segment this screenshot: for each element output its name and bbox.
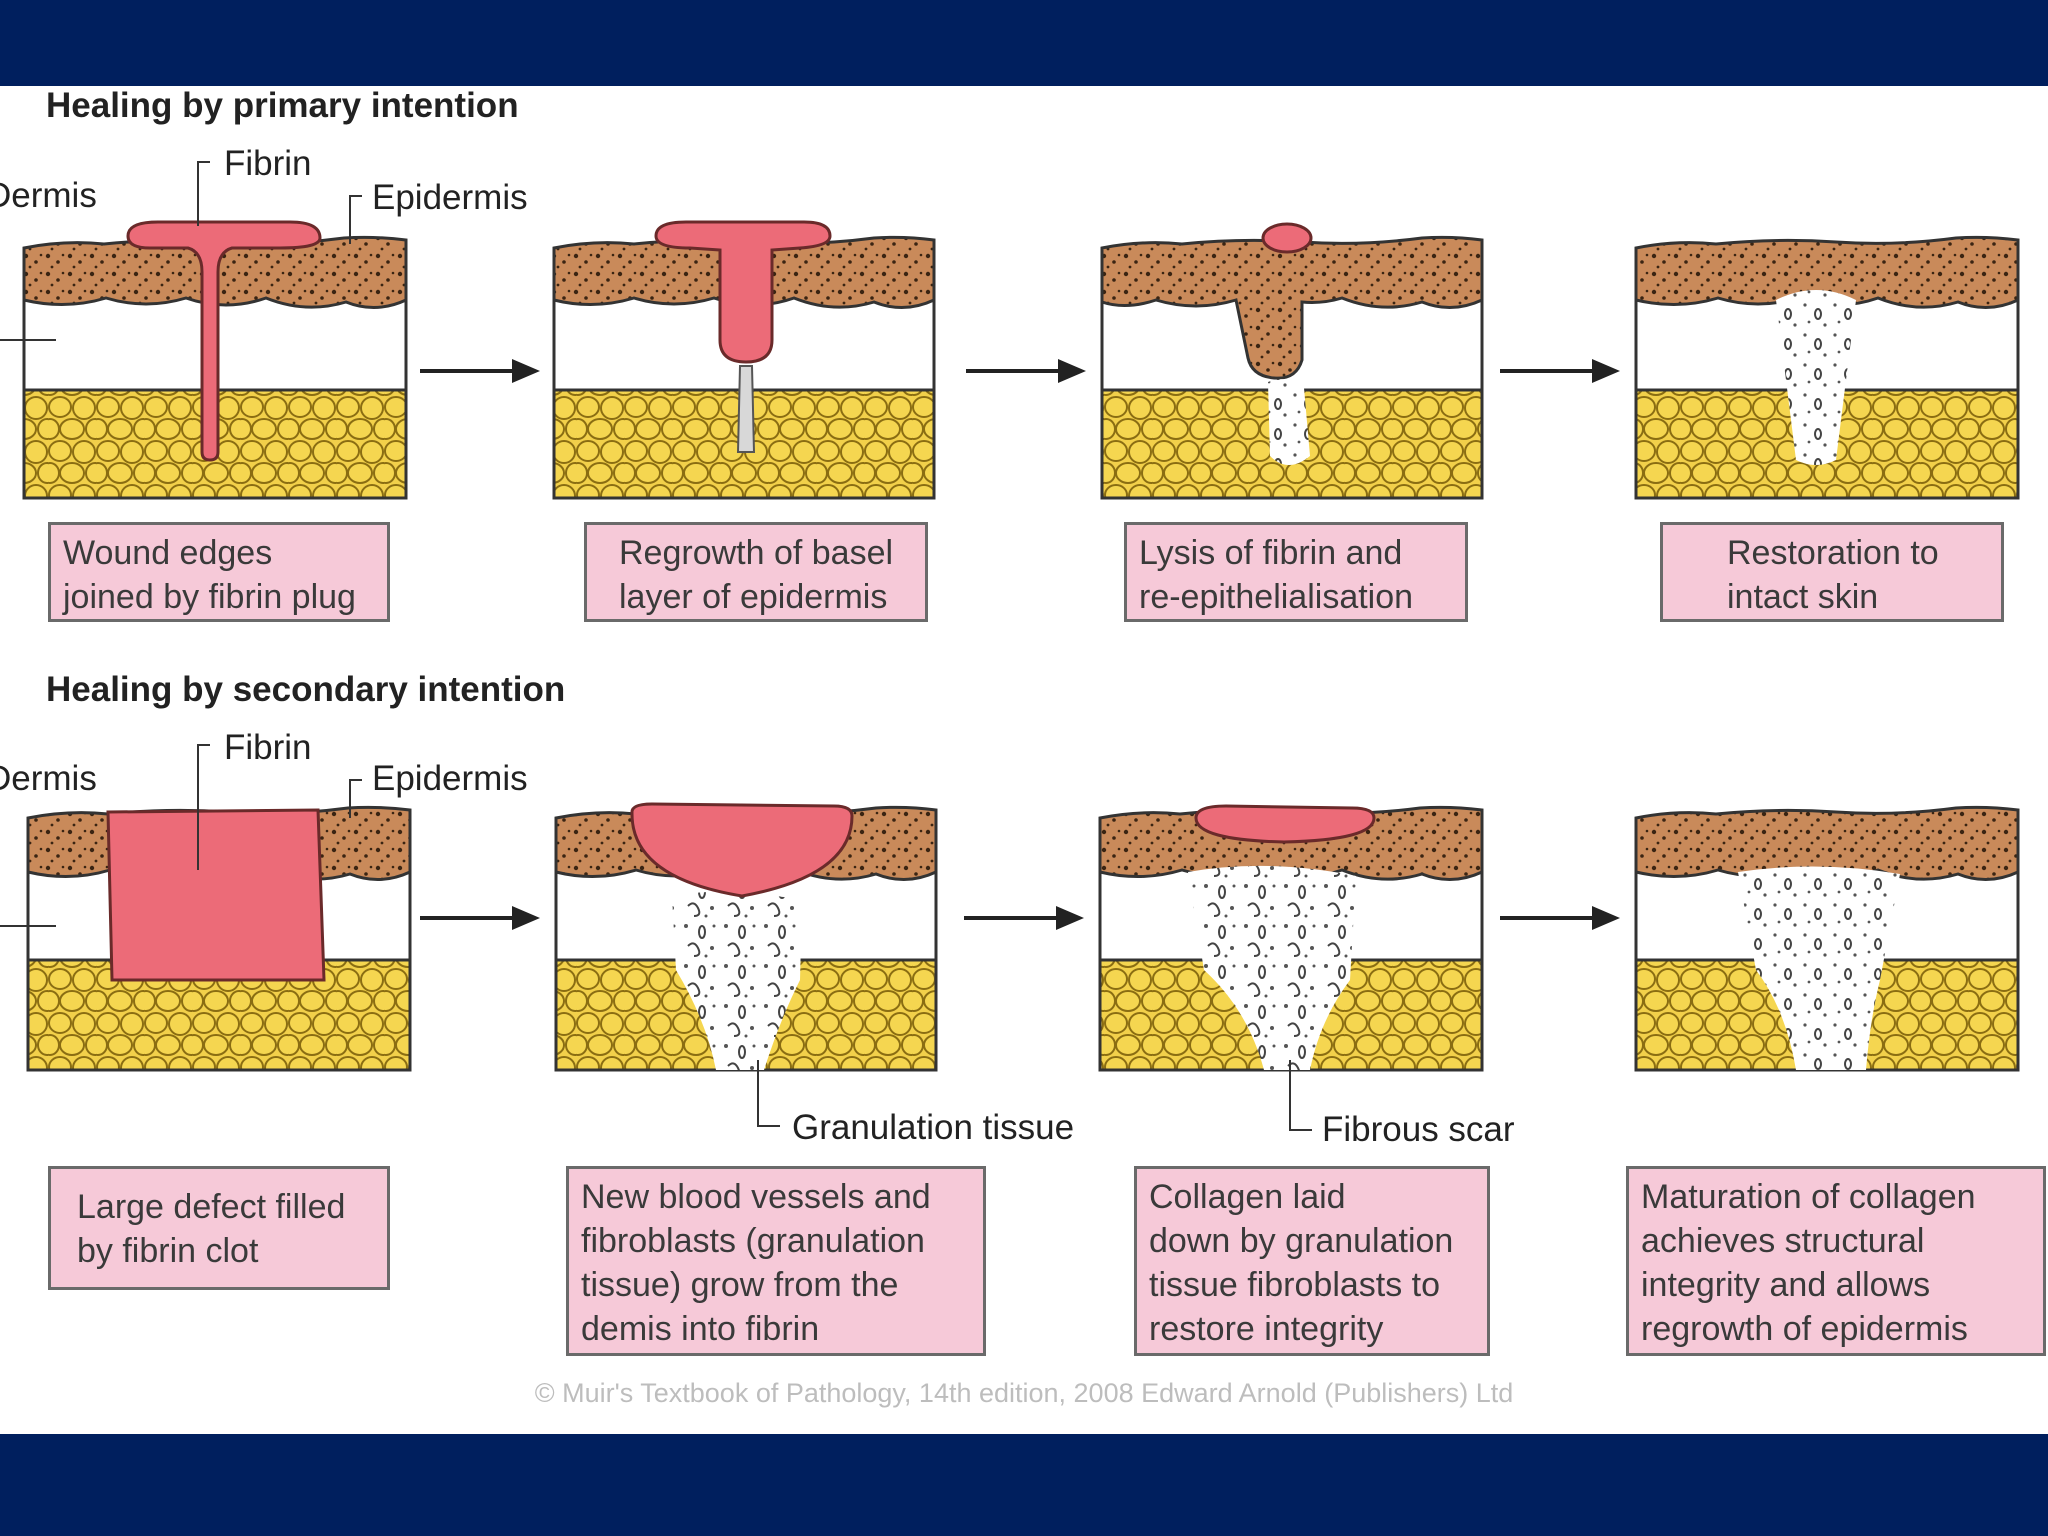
caption-line: Collagen laid [1149, 1178, 1346, 1216]
caption-line: achieves structural [1641, 1222, 1925, 1260]
primary-arrow-2 [966, 359, 1086, 383]
caption-line: down by granulation [1149, 1222, 1454, 1260]
caption-line: restore integrity [1149, 1310, 1384, 1348]
secondary-panel-3 [1098, 804, 1484, 1072]
caption-line: tissue fibroblasts to [1149, 1266, 1441, 1304]
leader-lines [197, 161, 1312, 1131]
caption-line: Large defect filled [77, 1188, 346, 1226]
secondary-fibrin-label: Fibrin [224, 728, 312, 767]
secondary-arrow-1 [420, 906, 540, 930]
caption-line: regrowth of epidermis [1641, 1310, 1968, 1348]
secondary-caption-1: Large defect filled by fibrin clot [48, 1166, 390, 1290]
caption-line: integrity and allows [1641, 1266, 1931, 1304]
secondary-dermis-label: Dermis [0, 759, 97, 798]
secondary-caption-3: Collagen laid down by granulation tissue… [1134, 1166, 1490, 1356]
fibrous-scar-label: Fibrous scar [1322, 1110, 1515, 1149]
caption-line: by fibrin clot [77, 1232, 259, 1270]
top-band [0, 0, 2048, 86]
secondary-arrow-3 [1500, 906, 1620, 930]
primary-dermis-label: Dermis [0, 176, 97, 215]
primary-caption-2: Regrowth of basel layer of epidermis [584, 522, 928, 622]
primary-title: Healing by primary intention [46, 86, 519, 125]
secondary-arrow-2 [964, 906, 1084, 930]
primary-caption-1: Wound edges joined by fibrin plug [48, 522, 390, 622]
caption-line: fibroblasts (granulation [581, 1222, 925, 1260]
secondary-caption-4: Maturation of collagen achieves structur… [1626, 1166, 2046, 1356]
caption-line: layer of epidermis [619, 578, 888, 616]
secondary-panel-2 [554, 802, 938, 1072]
caption-line: re-epithelialisation [1139, 578, 1414, 616]
primary-fibrin-label: Fibrin [224, 144, 312, 183]
caption-line: Wound edges [63, 534, 273, 572]
secondary-panel-1 [0, 805, 412, 1072]
secondary-epidermis-label: Epidermis [372, 759, 528, 798]
bottom-band [0, 1434, 2048, 1536]
caption-line: Maturation of collagen [1641, 1178, 1976, 1216]
primary-epidermis-label: Epidermis [372, 178, 528, 217]
primary-panel-4 [1634, 235, 2020, 500]
primary-panel-3 [1100, 222, 1484, 500]
secondary-title: Healing by secondary intention [46, 670, 566, 709]
granulation-tissue-label: Granulation tissue [792, 1108, 1075, 1147]
caption-line: Restoration to [1727, 534, 1939, 572]
secondary-caption-2: New blood vessels and fibroblasts (granu… [566, 1166, 986, 1356]
caption-line: New blood vessels and [581, 1178, 931, 1216]
primary-caption-4: Restoration to intact skin [1660, 522, 2004, 622]
caption-line: Lysis of fibrin and [1139, 534, 1403, 572]
caption-line: joined by fibrin plug [63, 578, 356, 616]
caption-line: intact skin [1727, 578, 1879, 616]
primary-arrow-3 [1500, 359, 1620, 383]
copyright-notice: © Muir's Textbook of Pathology, 14th edi… [534, 1378, 1514, 1408]
caption-line: tissue) grow from the [581, 1266, 899, 1304]
primary-arrow-1 [420, 359, 540, 383]
caption-line: demis into fibrin [581, 1310, 820, 1348]
primary-caption-3: Lysis of fibrin and re-epithelialisation [1124, 522, 1468, 622]
secondary-panel-4 [1634, 805, 2020, 1072]
primary-panel-1 [0, 220, 408, 500]
caption-line: Regrowth of basel [619, 534, 894, 572]
primary-panel-2 [552, 220, 936, 500]
